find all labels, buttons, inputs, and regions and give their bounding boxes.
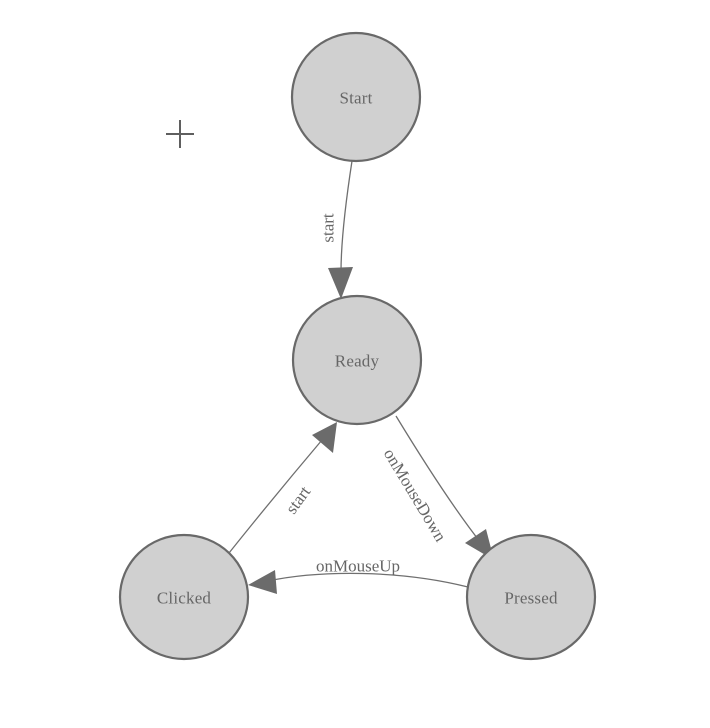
node-clicked-shape — [118, 533, 250, 661]
edge-start-to-ready-label: start — [319, 213, 338, 243]
plus-marker-icon — [166, 120, 194, 148]
edge-ready-to-pressed[interactable]: onMouseDown — [380, 415, 494, 560]
edge-clicked-to-ready[interactable]: start — [228, 422, 337, 554]
edge-ready-to-pressed-line — [395, 415, 482, 544]
edge-clicked-to-ready-label: start — [282, 482, 315, 517]
node-start-shape — [290, 31, 422, 163]
node-ready-label: Ready — [335, 352, 380, 371]
edge-clicked-to-ready-line — [228, 439, 323, 554]
edge-ready-to-pressed-label: onMouseDown — [380, 445, 451, 545]
node-ready-shape — [291, 294, 423, 426]
node-clicked[interactable]: Clicked — [118, 533, 250, 661]
edge-pressed-to-clicked-label: onMouseUp — [316, 557, 400, 576]
edge-clicked-to-ready-arrowhead — [312, 422, 337, 453]
node-start-label: Start — [339, 89, 372, 108]
edge-start-to-ready-arrowhead — [328, 267, 353, 299]
edge-pressed-to-clicked-arrowhead — [248, 570, 277, 594]
edge-pressed-to-clicked[interactable]: onMouseUp — [248, 557, 469, 595]
node-pressed-shape — [465, 533, 597, 661]
node-start[interactable]: Start — [290, 31, 422, 163]
edge-start-to-ready-line — [340, 160, 353, 273]
edge-pressed-to-clicked-line — [267, 572, 469, 588]
node-clicked-label: Clicked — [157, 589, 212, 608]
node-ready[interactable]: Ready — [291, 294, 423, 426]
node-pressed-label: Pressed — [504, 589, 558, 608]
node-pressed[interactable]: Pressed — [465, 533, 597, 661]
edge-start-to-ready[interactable]: start — [319, 160, 354, 299]
